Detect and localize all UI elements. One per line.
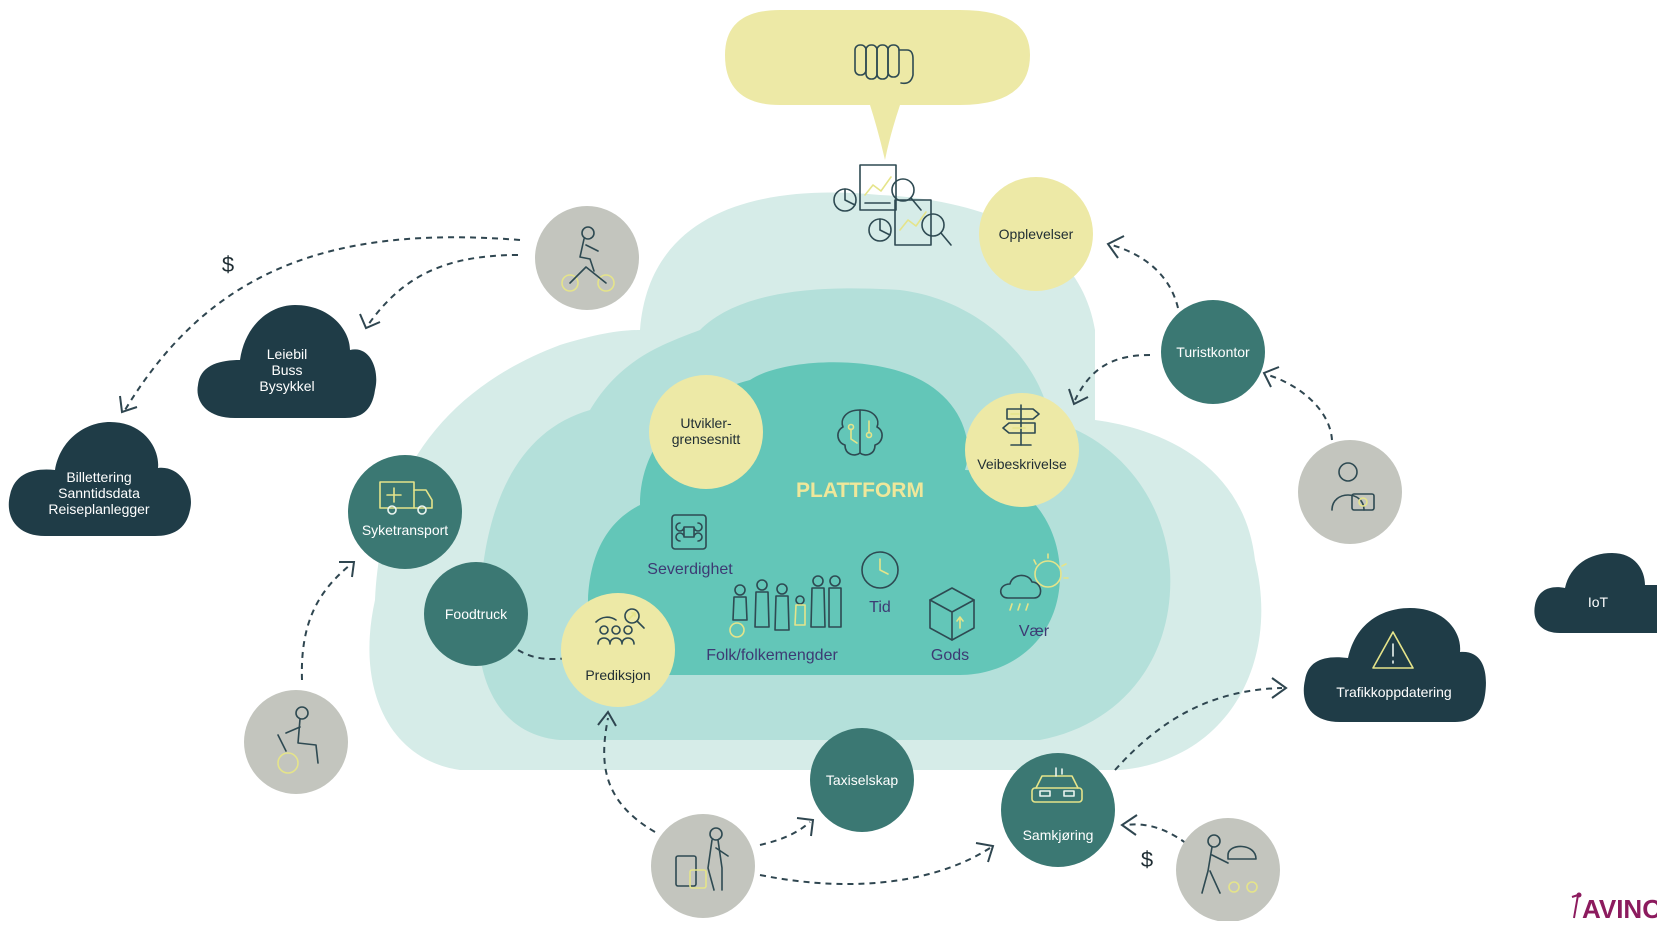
platform-title: PLATTFORM (796, 479, 924, 502)
leiebil-line3: Bysykkel (259, 378, 314, 394)
foodtruck-node[interactable]: Foodtruck (424, 562, 528, 666)
folk-label: Folk/folkemengder (706, 647, 838, 664)
brand-logo-text: AVINO (1582, 894, 1657, 921)
signpost-icon (1002, 404, 1040, 446)
tid-label: Tid (869, 599, 891, 616)
vaer-label: Vær (1019, 623, 1050, 640)
samkjoring-label: Samkjøring (1023, 827, 1094, 843)
iot-cloud: IoT (1534, 553, 1657, 633)
camera-person-icon (1331, 462, 1375, 511)
billettering-cloud: Billettering Sanntidsdata Reiseplanlegge… (8, 422, 191, 536)
people-search-icon (595, 608, 645, 645)
car-icon (1031, 767, 1083, 803)
taxiselskap-node[interactable]: Taxiselskap (810, 728, 914, 832)
speech-bubble (725, 10, 1030, 160)
wheelchair-icon (277, 706, 319, 774)
trafikk-cloud: Trafikkoppdatering (1303, 608, 1486, 722)
report-analytics-icon (833, 164, 952, 246)
photographer-person (1298, 440, 1402, 544)
prediksjon-label: Prediksjon (585, 667, 650, 683)
cyclist-person (535, 206, 639, 310)
command-key-icon (671, 514, 707, 550)
leiebil-line1: Leiebil (267, 346, 307, 362)
iot-label: IoT (1588, 594, 1609, 610)
cyclist-icon (561, 226, 615, 292)
brain-icon (837, 409, 883, 456)
opplevelser-label: Opplevelser (999, 226, 1074, 242)
turistkontor-node[interactable]: Turistkontor (1161, 300, 1265, 404)
leiebil-line2: Buss (271, 362, 302, 378)
severdighet-label: Severdighet (647, 561, 733, 578)
clock-icon (861, 551, 899, 589)
samkjoring-node[interactable]: Samkjøring (1001, 753, 1115, 867)
crowd-icon (729, 575, 842, 638)
prediksjon-node[interactable]: Prediksjon (561, 593, 675, 707)
trafikk-label: Trafikkoppdatering (1336, 684, 1451, 700)
money-symbol-bottom: $ (1141, 847, 1153, 872)
fist-icon (854, 44, 914, 85)
money-symbol-top: $ (222, 252, 234, 277)
utvikler-label-line2: grensesnitt (672, 431, 741, 447)
leiebil-cloud: Leiebil Buss Bysykkel (197, 305, 377, 418)
billettering-line1: Billettering (66, 469, 131, 485)
stroller-icon (1201, 834, 1258, 894)
utviklergrensesnitt-node[interactable]: Utvikler- grensesnitt (649, 375, 763, 489)
taxiselskap-label: Taxiselskap (826, 772, 899, 788)
turistkontor-label: Turistkontor (1176, 344, 1250, 360)
flow-arrows (119, 235, 1333, 886)
veibeskrivelse-node[interactable]: Veibeskrivelse (965, 393, 1079, 507)
syketransport-node[interactable]: Syketransport (348, 455, 462, 569)
traveller-icon (675, 827, 729, 891)
weather-icon (999, 553, 1069, 611)
foodtruck-label: Foodtruck (445, 606, 508, 622)
ambulance-icon (379, 481, 433, 515)
billettering-line3: Reiseplanlegger (48, 501, 150, 517)
wheelchair-person (244, 690, 348, 794)
avinor-logo: AVINO (1571, 892, 1657, 924)
traveller-person (651, 814, 755, 918)
opplevelser-node[interactable]: Opplevelser (979, 177, 1093, 291)
utvikler-label-line1: Utvikler- (680, 415, 732, 431)
gods-label: Gods (931, 647, 969, 664)
warning-icon (1372, 631, 1414, 669)
veibeskrivelse-label: Veibeskrivelse (977, 456, 1067, 472)
billettering-line2: Sanntidsdata (58, 485, 140, 501)
syketransport-label: Syketransport (362, 522, 448, 538)
package-icon (929, 587, 975, 641)
stroller-person (1176, 818, 1280, 922)
